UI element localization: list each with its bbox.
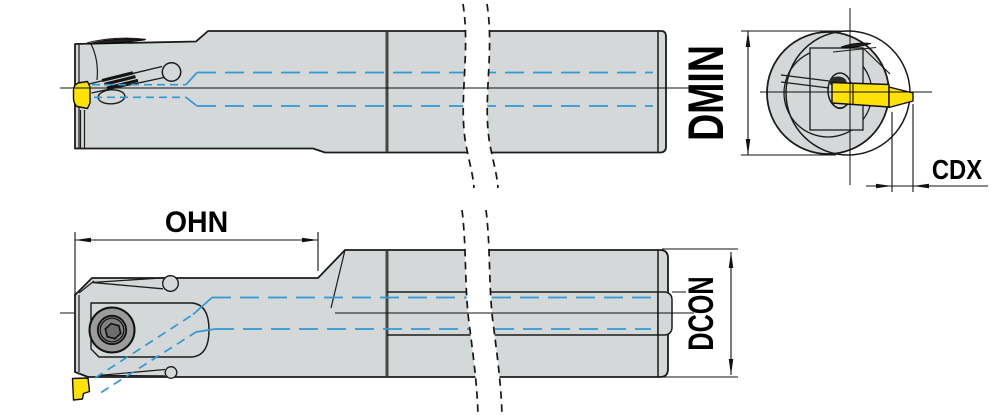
coolant-diagonal-lower	[100, 331, 197, 394]
dcon-arrow-top	[728, 252, 734, 268]
head-chamfer-lines	[78, 280, 95, 372]
pilot-band-edges	[387, 291, 658, 336]
dcon-extension-lines	[662, 248, 738, 378]
cutting-insert-side	[72, 80, 91, 110]
break-line-right	[486, 3, 499, 189]
ohn-arrow-left	[75, 237, 91, 243]
cdx-arrow-left	[876, 183, 892, 189]
side-view	[60, 3, 706, 189]
bore-line-lower-jog	[185, 96, 198, 107]
dmin-arrow-top	[745, 31, 751, 47]
end-view	[760, 8, 932, 185]
cutting-insert-bottom	[71, 377, 91, 401]
cdx-label: CDX	[932, 153, 983, 185]
clamp-ball-end	[161, 62, 182, 82]
dcon-label: DCON	[682, 276, 721, 350]
dmin-arrow-bottom	[745, 139, 751, 155]
break-gap-2	[462, 210, 502, 414]
dmin-extension-lines	[741, 30, 850, 156]
break-line-left	[462, 3, 475, 189]
clamp-screw	[88, 306, 136, 354]
cdx-extension-lines	[891, 104, 914, 192]
bottom-view	[60, 209, 694, 415]
pocket-slot-dark	[87, 38, 146, 45]
break-line-right-2	[485, 209, 503, 415]
clamp-slot-top	[91, 277, 164, 290]
hex-socket	[104, 322, 122, 340]
dimension-cdx: CDX	[866, 104, 988, 192]
coolant-jog-lower	[195, 328, 216, 333]
clamp-ball-bottom	[164, 366, 178, 379]
ohn-label: OHN	[165, 206, 228, 239]
ohn-extension-lines	[74, 232, 319, 296]
insert-slot-lines	[79, 110, 86, 148]
dmin-label: DMIN	[679, 45, 734, 141]
bore-line-upper-jog	[185, 71, 198, 86]
dimension-ohn: OHN	[74, 206, 319, 296]
dimension-dcon: DCON	[662, 248, 738, 378]
ohn-arrow-right	[302, 237, 318, 243]
pocket-slot-outline	[86, 37, 147, 44]
clamp-arm-lines	[780, 74, 830, 89]
pocket-arc	[90, 43, 98, 81]
top-slot-edge	[832, 47, 877, 53]
side-view-body	[74, 30, 667, 154]
coolant-jog-upper	[192, 296, 213, 316]
dcon-arrow-bottom	[728, 359, 734, 375]
coolant-diagonal-upper	[94, 313, 194, 379]
cdx-arrow-right	[913, 183, 929, 189]
dimension-dmin: DMIN	[679, 30, 850, 156]
clamp-ball-top	[161, 275, 179, 293]
break-line-left-2	[461, 209, 479, 415]
cutting-insert-front	[831, 81, 890, 108]
dimensions: OHN DMIN DCON CDX	[74, 30, 988, 378]
plate-chamfer-line	[862, 47, 891, 75]
